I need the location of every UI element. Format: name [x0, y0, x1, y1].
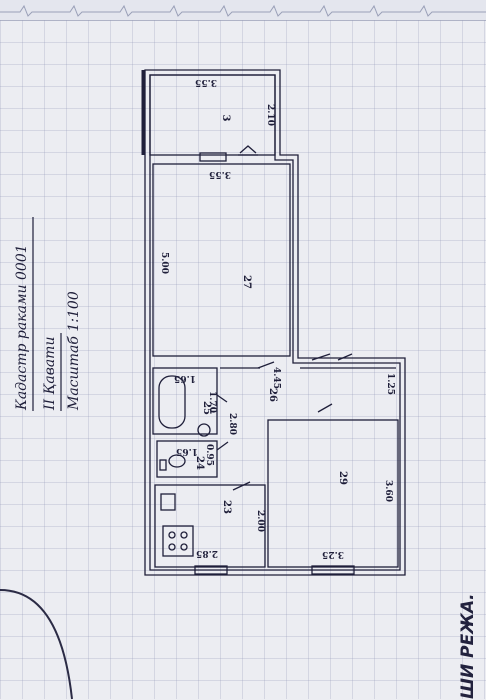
dim-entrance-depth: 1.25	[385, 373, 395, 395]
dim-room-24-width: 1.65	[176, 446, 198, 456]
toilet-tank-icon	[159, 459, 167, 471]
stamp-arc	[0, 589, 73, 700]
room-25-outline	[152, 367, 218, 435]
dim-corridor-width: 2.80	[227, 413, 237, 435]
toilet-icon	[168, 454, 186, 468]
door-room-29	[317, 403, 333, 413]
room-29-outline	[267, 419, 399, 568]
dim-room-3-width: 3.55	[195, 77, 217, 87]
dim-room-29-depth: 3.60	[383, 480, 393, 502]
door-room-24	[216, 441, 229, 451]
window-29	[311, 565, 355, 575]
kitchen-sink-icon	[160, 493, 176, 511]
door-room-27	[257, 361, 275, 369]
top-strip-decoration	[0, 4, 486, 17]
door-room-3	[238, 145, 258, 156]
dim-room-29-width: 3.25	[322, 549, 344, 559]
room-27-outline	[152, 163, 291, 357]
dim-corridor-length: 4.45	[271, 367, 281, 389]
title-block: Кадастр раками 0001 II Қавати Масштаб 1:…	[10, 215, 100, 415]
dim-room-3-depth: 2.10	[265, 104, 275, 126]
door-room-23	[232, 481, 251, 491]
window-23	[194, 565, 228, 575]
dim-room-25-depth: 1.70	[207, 391, 217, 413]
room-23-number: 23	[221, 500, 232, 514]
dim-room-25-width: 1.65	[174, 373, 196, 383]
dim-room-23-width: 2.85	[196, 548, 218, 558]
dim-room-23-depth: 2.00	[255, 510, 265, 532]
entrance-door	[311, 353, 353, 361]
room-23-outline	[154, 484, 266, 568]
door-room-25	[216, 394, 228, 403]
window-3	[199, 152, 227, 162]
room-24-outline	[156, 440, 218, 478]
room-25-number: 25	[201, 401, 212, 415]
room-29-number: 29	[337, 471, 348, 485]
room-27-number: 27	[241, 275, 252, 289]
room-26-number: 26	[267, 388, 278, 402]
sink-icon	[197, 423, 211, 437]
room-3-number: 3	[220, 115, 231, 122]
perforated-top-strip	[0, 0, 486, 21]
outer-wall	[144, 69, 406, 576]
dim-room-27-width: 3.55	[209, 169, 231, 179]
room-3-outline	[149, 74, 276, 156]
stove-icon	[162, 525, 194, 557]
room-24-number: 24	[194, 456, 205, 470]
dim-room-27-depth: 5.00	[159, 252, 169, 274]
title-underlines	[32, 217, 62, 411]
dim-room-24-depth: 0.95	[204, 444, 214, 466]
bathtub-icon	[158, 375, 186, 429]
